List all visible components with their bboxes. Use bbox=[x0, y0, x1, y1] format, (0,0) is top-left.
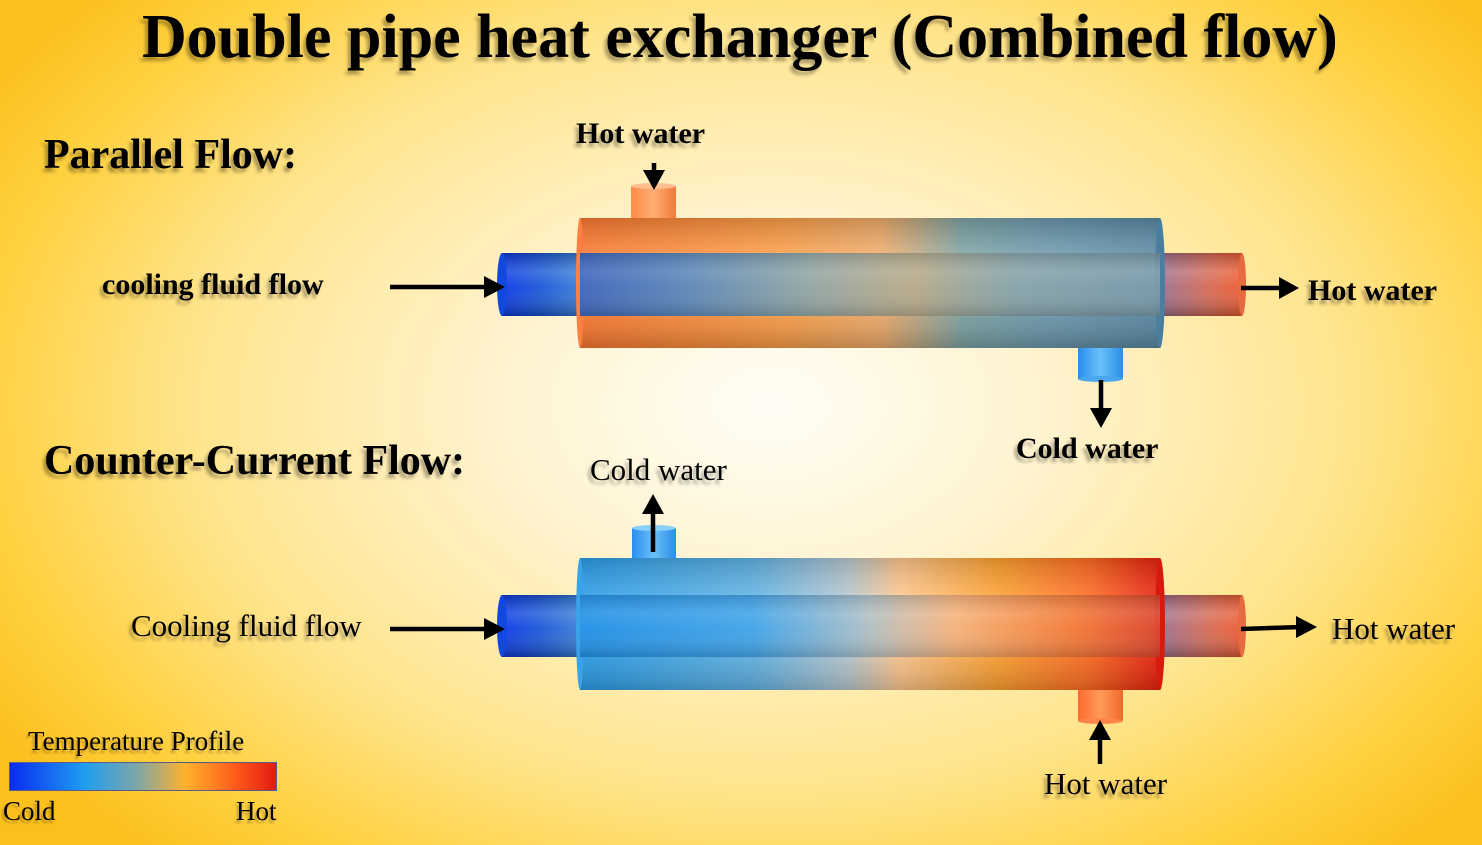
parallel-hot-in-arrowhead bbox=[643, 170, 665, 190]
legend-cold-label: Cold bbox=[3, 796, 56, 826]
counter-cold-water-out-label: Cold water bbox=[590, 452, 727, 487]
counter-inlet-tube bbox=[497, 595, 582, 657]
parallel-cold-water-out-label: Cold water bbox=[1016, 432, 1159, 465]
counter-hot-out-arrow bbox=[1240, 624, 1303, 632]
counter-hot-water-in-label: Hot water bbox=[1044, 766, 1168, 801]
counter-hot-inlet-nozzle bbox=[1078, 686, 1123, 724]
parallel-hot-water-out-label: Hot water bbox=[1308, 274, 1438, 307]
parallel-outlet-tube bbox=[1158, 253, 1246, 316]
parallel-hot-out-arrowhead bbox=[1279, 277, 1299, 299]
parallel-cooling-fluid-label: cooling fluid flow bbox=[102, 268, 324, 301]
counter-hot-water-out-label: Hot water bbox=[1332, 611, 1456, 646]
parallel-cooling-arrowhead bbox=[484, 276, 505, 298]
parallel-cold-out-arrowhead bbox=[1090, 408, 1112, 428]
counter-cooling-fluid-label: Cooling fluid flow bbox=[131, 608, 362, 643]
counter-cooling-arrowhead bbox=[484, 618, 505, 640]
temperature-gradient-bar bbox=[9, 762, 277, 791]
page-title: Double pipe heat exchanger (Combined flo… bbox=[142, 3, 1338, 71]
counter-hot-out-arrowhead bbox=[1296, 616, 1317, 638]
parallel-hot-water-in-label: Hot water bbox=[576, 117, 706, 150]
counter-exchanger bbox=[390, 494, 1317, 764]
counter-cold-out-arrowhead bbox=[642, 494, 664, 514]
legend-title: Temperature Profile bbox=[28, 726, 245, 756]
counter-flow-heading: Counter-Current Flow: bbox=[44, 438, 466, 484]
counter-inner-tube bbox=[580, 595, 1160, 657]
parallel-exchanger bbox=[390, 163, 1299, 428]
counter-hot-in-arrowhead bbox=[1089, 720, 1111, 740]
parallel-inner-tube bbox=[580, 253, 1160, 316]
parallel-cold-outlet-nozzle bbox=[1078, 344, 1123, 382]
parallel-flow-heading: Parallel Flow: bbox=[44, 132, 298, 178]
legend-hot-label: Hot bbox=[236, 796, 277, 826]
parallel-inlet-tube bbox=[497, 253, 582, 316]
counter-outlet-tube bbox=[1158, 595, 1246, 657]
